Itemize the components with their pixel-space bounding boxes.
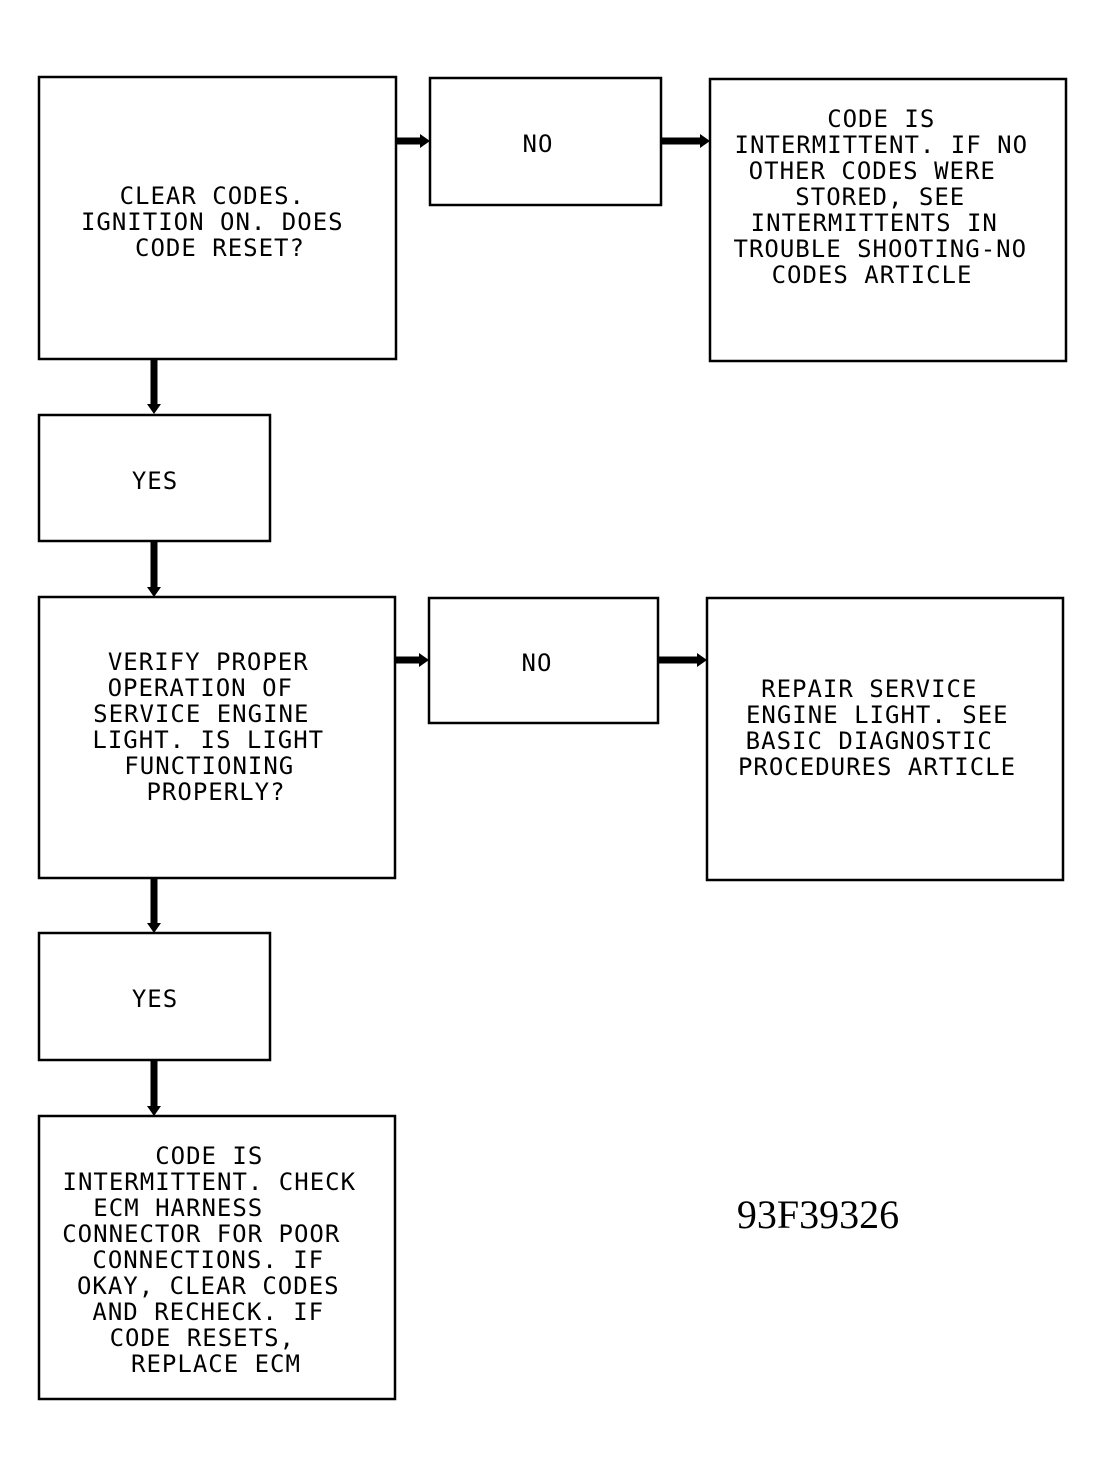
text-line: INTERMITTENT. CHECK — [63, 1168, 357, 1196]
text-line: CODE RESETS, — [110, 1324, 295, 1352]
text-line: SERVICE ENGINE — [93, 700, 309, 728]
text-line: ECM HARNESS — [93, 1194, 263, 1222]
yes-box-2 — [37, 931, 272, 1062]
text-line: IGNITION ON. DOES — [81, 208, 344, 236]
text-line: OPERATION OF — [108, 674, 293, 702]
verify-light-label: VERIFY PROPER OPERATION OF SERVICE ENGIN… — [92, 648, 339, 806]
text-line: CODE RESET? — [135, 234, 305, 262]
arrowhead-icon — [147, 587, 161, 597]
intermittent-box-1 — [708, 77, 1068, 363]
figure-id: 93F39326 — [737, 1192, 899, 1237]
text-line: YES — [132, 985, 178, 1013]
no-box-2 — [427, 596, 660, 725]
text-line: NO — [522, 649, 553, 677]
text-line: CODES ARTICLE — [772, 261, 973, 289]
text-line: PROCEDURES ARTICLE — [738, 753, 1016, 781]
text-line: INTERMITTENT. IF NO — [735, 131, 1029, 159]
repair-light-box — [705, 596, 1065, 882]
yes-label-1: YES — [132, 467, 178, 495]
intermittent-box-2 — [37, 1114, 397, 1401]
text-line: INTERMITTENTS IN — [751, 209, 998, 237]
text-line: VERIFY PROPER — [108, 648, 309, 676]
text-line: OKAY, CLEAR CODES — [77, 1272, 340, 1300]
text-line: PROPERLY? — [146, 778, 285, 806]
text-line: CODE IS — [155, 1142, 263, 1170]
clear-codes-box — [37, 75, 398, 361]
no-label-1: NO — [523, 130, 554, 158]
arrowhead-icon — [419, 653, 429, 667]
yes-box-1 — [37, 413, 272, 543]
arrowhead-icon — [420, 134, 430, 148]
intermittent-label-2: CODE IS INTERMITTENT. CHECK ECM HARNESS … — [62, 1142, 371, 1378]
text-line: TROUBLE SHOOTING-NO — [734, 235, 1028, 263]
text-line: REPAIR SERVICE — [761, 675, 977, 703]
arrowhead-icon — [147, 404, 161, 414]
text-line: CLEAR CODES. — [120, 182, 305, 210]
yes-label-2: YES — [132, 985, 178, 1013]
arrowhead-icon — [147, 923, 161, 933]
text-line: LIGHT. IS LIGHT — [92, 726, 324, 754]
arrowhead-icon — [700, 134, 710, 148]
arrowhead-icon — [697, 653, 707, 667]
text-line: ENGINE LIGHT. SEE — [746, 701, 1009, 729]
no-box-1 — [428, 76, 663, 207]
intermittent-label-1: CODE IS INTERMITTENT. IF NO OTHER CODES … — [734, 105, 1044, 289]
text-line: NO — [523, 130, 554, 158]
text-line: AND RECHECK. IF — [92, 1298, 324, 1326]
connectors — [147, 134, 710, 1116]
text-line: FUNCTIONING — [124, 752, 294, 780]
text-line: BASIC DIAGNOSTIC — [746, 727, 993, 755]
text-line: STORED, SEE — [795, 183, 965, 211]
verify-light-box — [37, 595, 397, 880]
no-label-2: NO — [522, 649, 553, 677]
repair-light-label: REPAIR SERVICE ENGINE LIGHT. SEE BASIC D… — [738, 675, 1024, 781]
arrowhead-icon — [147, 1106, 161, 1116]
text-line: CONNECTIONS. IF — [92, 1246, 324, 1274]
text-line: REPLACE ECM — [131, 1350, 301, 1378]
clear-codes-label: CLEAR CODES. IGNITION ON. DOES CODE RESE… — [81, 182, 359, 262]
text-line: YES — [132, 467, 178, 495]
text-line: OTHER CODES WERE — [749, 157, 996, 185]
text-line: CONNECTOR FOR POOR — [62, 1220, 340, 1248]
text-line: CODE IS — [827, 105, 935, 133]
